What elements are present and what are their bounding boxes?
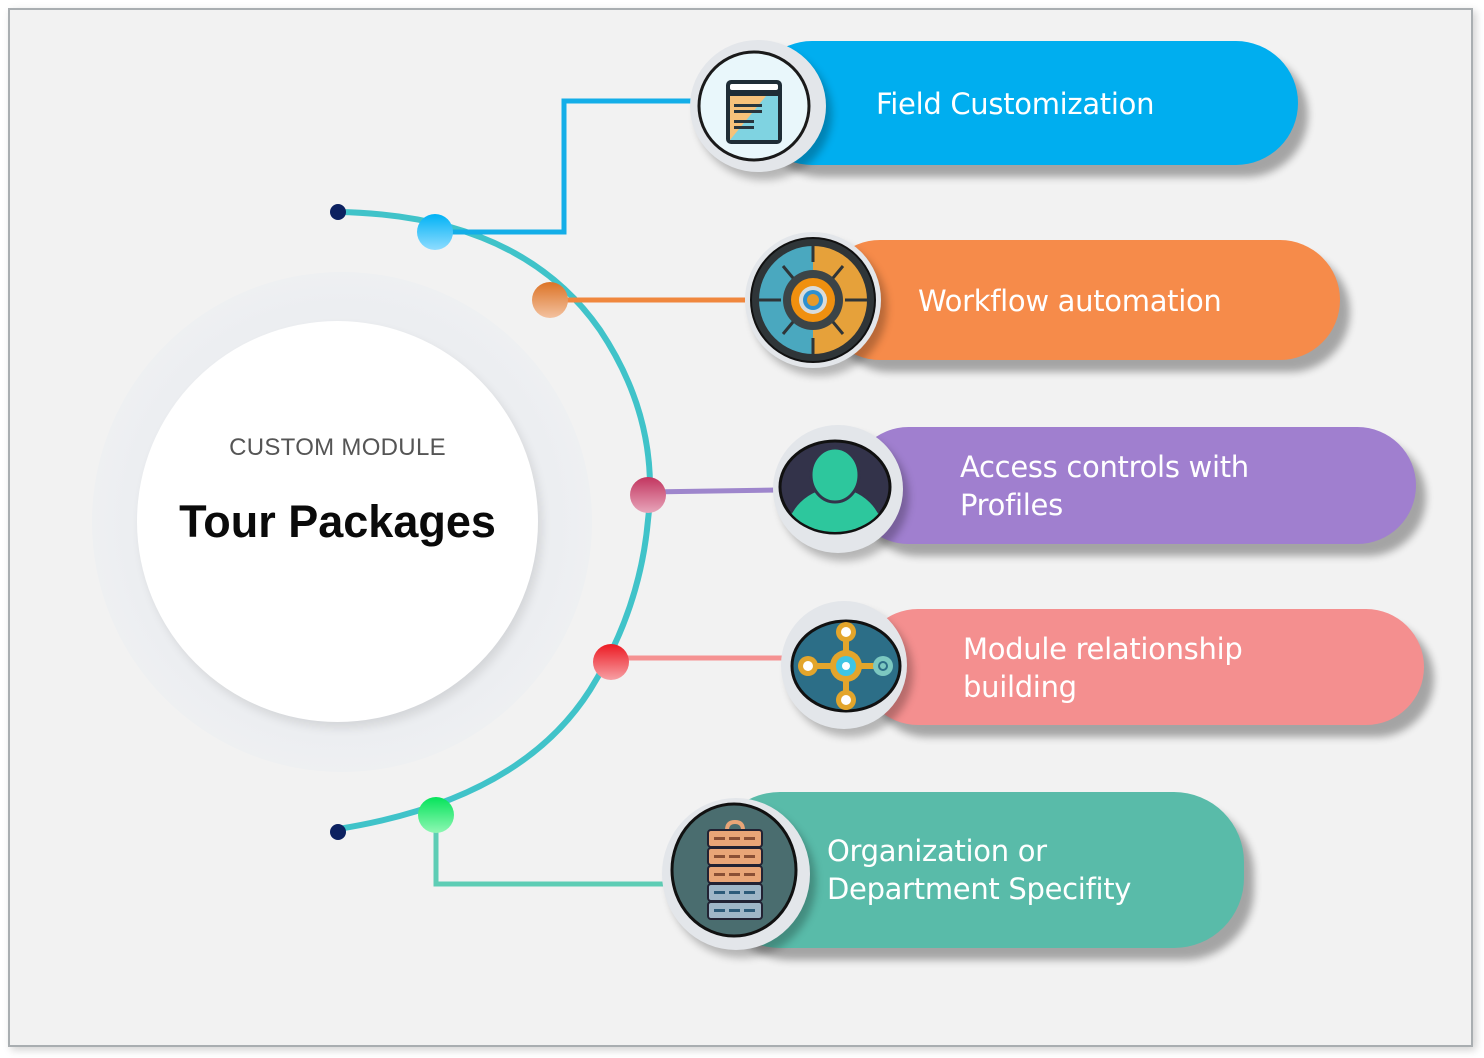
feature-label: Access controls with Profiles xyxy=(960,450,1249,522)
feature-pill-module-relationship: Module relationship building xyxy=(860,609,1424,725)
feature-label: Workflow automation xyxy=(918,284,1222,318)
feature-pill-workflow-automation: Workflow automation xyxy=(820,240,1340,360)
hub-subtitle: CUSTOM MODULE xyxy=(229,434,446,461)
node-dot-2 xyxy=(532,282,568,318)
node-dot-3 xyxy=(630,477,666,513)
feature-pill-organization: Organization or Department Specifity xyxy=(710,792,1244,948)
connector-line-5 xyxy=(433,815,664,887)
hub-circle: CUSTOM MODULE Tour Packages xyxy=(137,321,538,722)
feature-label: Field Customization xyxy=(876,87,1155,121)
form-window-icon xyxy=(690,40,826,172)
feature-label: Module relationship building xyxy=(963,632,1243,704)
main-arc xyxy=(335,209,653,832)
organization-stack-icon xyxy=(662,798,810,950)
user-profile-icon xyxy=(773,425,903,553)
node-dot-4 xyxy=(593,644,629,680)
arc-endpoint-top xyxy=(330,204,346,220)
arc-endpoint-bottom xyxy=(330,824,346,840)
feature-label: Organization or Department Specifity xyxy=(827,834,1132,906)
network-nodes-icon xyxy=(781,601,907,729)
gear-dial-icon xyxy=(745,232,881,368)
feature-pill-access-controls: Access controls with Profiles xyxy=(850,427,1416,544)
connector-line-3 xyxy=(647,487,779,495)
node-dot-1 xyxy=(417,214,453,250)
hub-title: Tour Packages xyxy=(179,496,496,547)
connector-line-1 xyxy=(435,98,696,235)
node-dot-5 xyxy=(418,797,454,833)
feature-pill-field-customization: Field Customization xyxy=(750,41,1298,165)
